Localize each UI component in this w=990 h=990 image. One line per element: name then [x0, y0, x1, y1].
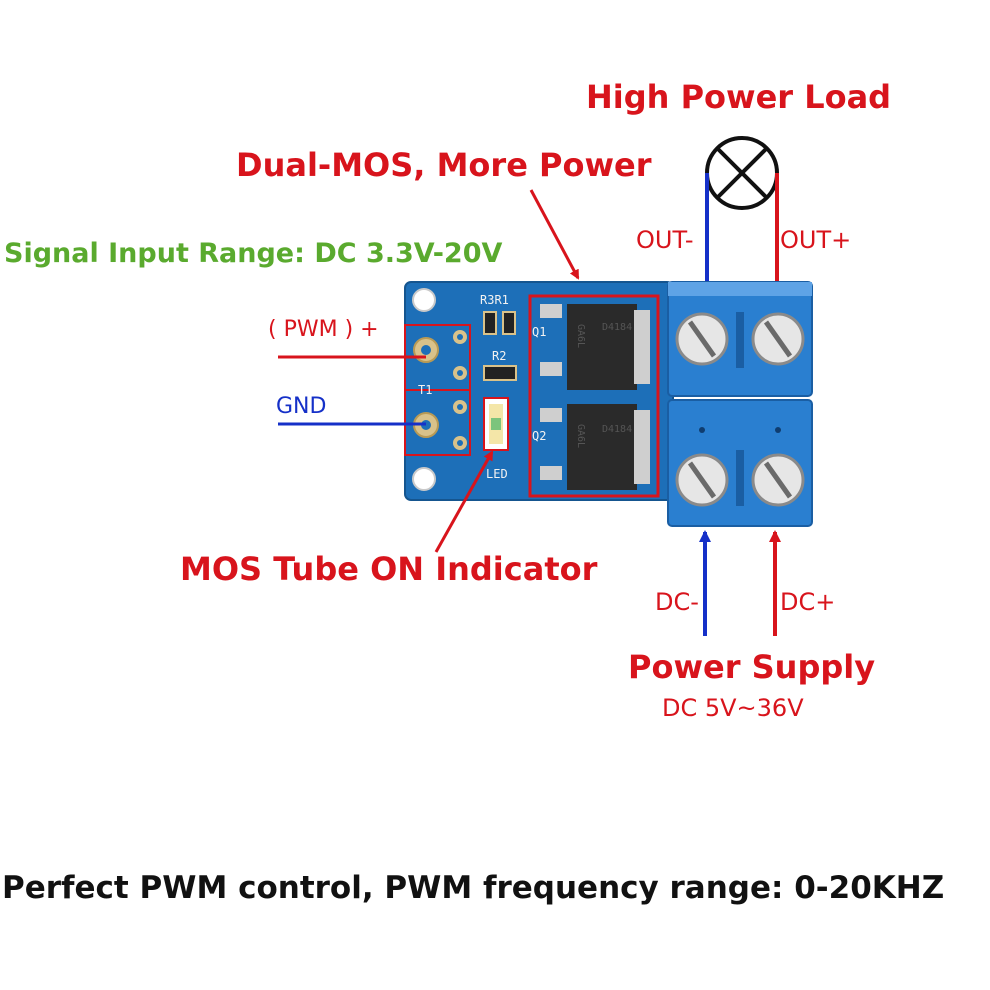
resistor-r1: [502, 311, 516, 335]
input-terminal-block: [667, 399, 813, 527]
dc-minus-label: DC-: [655, 588, 699, 616]
mos-indicator-label: MOS Tube ON Indicator: [180, 550, 598, 588]
dc-plus-label: DC+: [780, 588, 835, 616]
t1-silk: T1: [418, 383, 432, 397]
r2-silk: R2: [492, 349, 506, 363]
mounting-hole: [412, 467, 436, 491]
signal-range-label: Signal Input Range: DC 3.3V-20V: [4, 238, 502, 269]
led-indicator: [483, 397, 509, 451]
dual-mos-highlight: [528, 294, 660, 498]
gnd-label: GND: [276, 394, 326, 419]
arrow-icon: [529, 189, 580, 280]
mosfet-q2: D4184 GA6L: [540, 404, 650, 490]
footer-caption: Perfect PWM control, PWM frequency range…: [2, 870, 944, 906]
power-supply-range-label: DC 5V~36V: [662, 694, 804, 722]
q2-silk: Q2: [532, 429, 546, 443]
q2-chip-part: D4184: [602, 424, 632, 435]
resistor-r2: [483, 365, 517, 381]
led-silk: LED: [486, 467, 508, 481]
high-power-load-label: High Power Load: [586, 78, 891, 116]
arrow-icon: [434, 450, 494, 553]
q1-chip-part: D4184: [602, 322, 632, 333]
resistor-r3: [483, 311, 497, 335]
out-plus-label: OUT+: [780, 226, 851, 254]
mounting-hole: [412, 288, 436, 312]
q2-chip-code: GA6L: [575, 424, 586, 448]
q1-chip-code: GA6L: [575, 324, 586, 348]
lamp-load-icon: [705, 136, 779, 210]
out-minus-label: OUT-: [636, 226, 694, 254]
pwm-label: ( PWM ) +: [268, 317, 379, 342]
mosfet-q1: D4184 GA6L: [540, 304, 650, 390]
pcb-board: T1 R3R1 R2 LED Q1 Q2 D4184 GA6L: [404, 281, 674, 501]
power-supply-label: Power Supply: [628, 648, 875, 686]
q1-silk: Q1: [532, 325, 546, 339]
output-terminal-block: [667, 281, 813, 397]
r3r1-silk: R3R1: [480, 293, 509, 307]
dual-mos-label: Dual-MOS, More Power: [236, 146, 652, 184]
